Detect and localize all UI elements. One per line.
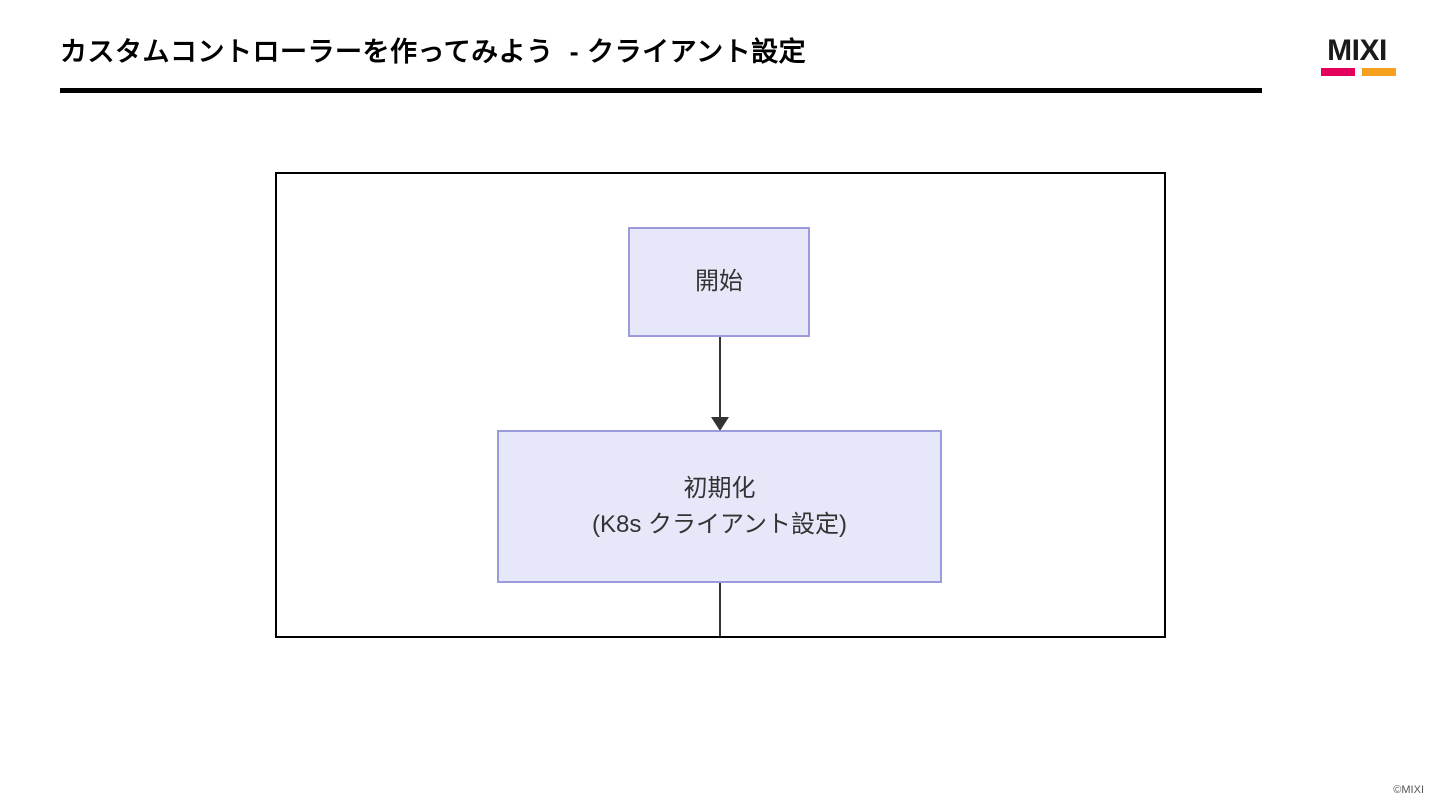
mixi-wordmark-text: MIXI (1327, 34, 1387, 67)
flowchart-frame: 開始 初期化 (K8s クライアント設定) (275, 172, 1166, 638)
connector-start-to-init-line (719, 337, 721, 419)
flow-node-init: 初期化 (K8s クライアント設定) (497, 430, 942, 583)
title-underline-rule (60, 88, 1262, 93)
flow-node-init-line-1: 初期化 (683, 474, 756, 502)
mixi-logo-bars (1321, 68, 1396, 76)
flow-node-init-line-2: (K8s クライアント設定) (591, 510, 848, 538)
mixi-bar-pink-icon (1321, 68, 1355, 76)
connector-init-onward-line (719, 583, 721, 636)
copyright-notice: ©MIXI (1393, 784, 1424, 796)
flow-node-start: 開始 (628, 227, 810, 337)
mixi-bar-orange-icon (1362, 68, 1396, 76)
flow-node-start-line-1: 開始 (695, 268, 743, 295)
mixi-logo: MIXI (1305, 36, 1409, 76)
page-title: カスタムコントローラーを作ってみよう - クライアント設定 (60, 37, 807, 67)
connector-start-to-init-arrowhead-icon (711, 417, 729, 431)
